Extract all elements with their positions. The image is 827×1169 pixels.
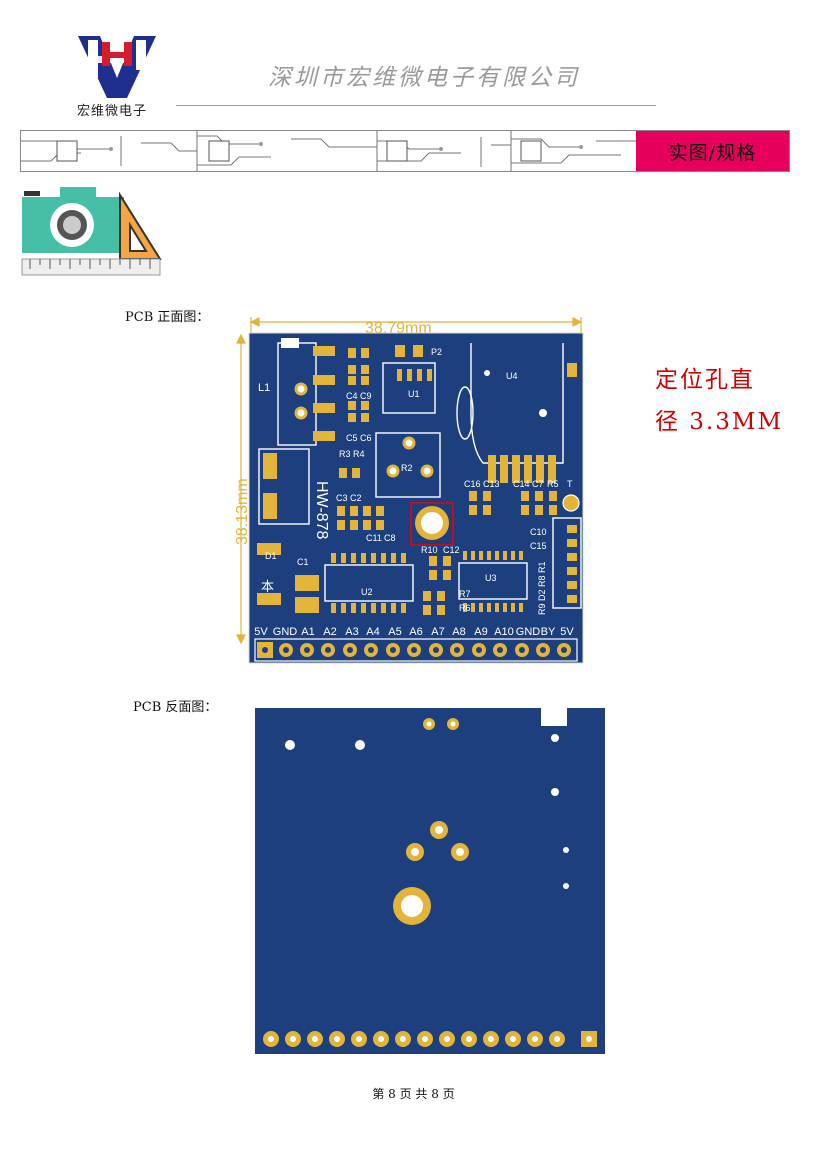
page-number: 第 8 页 共 8 页 [372, 1087, 455, 1101]
pin-label: BY [541, 626, 556, 638]
comp-label: C10 [530, 527, 547, 537]
comp-label: R5 [547, 479, 559, 489]
comp-label: L1 [258, 382, 270, 394]
comp-label: C11 [366, 533, 382, 543]
pin-label: A2 [323, 626, 336, 638]
pin-label: A9 [474, 626, 487, 638]
pin-label: A7 [431, 626, 444, 638]
comp-label: C16 [464, 479, 481, 489]
pcb-front-image: 38.79mm 38.13mm [233, 313, 593, 668]
pin-label: A8 [452, 626, 465, 638]
pin-label: A10 [494, 626, 514, 638]
comp-label: R7 [459, 589, 471, 599]
comp-label: C7 [532, 479, 544, 489]
comp-label: C8 [384, 533, 396, 543]
section-tag: 实图/规格 [636, 131, 789, 171]
comp-label: C9 [360, 391, 372, 401]
comp-label: 本 [261, 579, 274, 594]
company-name: 深圳市宏维微电子有限公司 [268, 65, 580, 91]
pin-label: A3 [345, 626, 358, 638]
back-view-label: PCB 反面图： [133, 700, 218, 715]
logo-text: 宏维微电子 [77, 104, 148, 119]
hole-note-line1: 定位孔直 [655, 367, 755, 393]
pin-label: A1 [301, 626, 314, 638]
comp-label: T [567, 479, 573, 489]
comp-label: P2 [431, 347, 442, 357]
comp-label: R2 [401, 463, 413, 473]
comp-label: C6 [360, 433, 372, 443]
comp-label: C13 [483, 479, 500, 489]
comp-label: R6 [459, 603, 471, 613]
comp-label: C1 [297, 557, 309, 567]
comp-label: C5 [346, 433, 358, 443]
comp-label: U1 [408, 389, 420, 399]
comp-label: C2 [350, 493, 362, 503]
comp-label: R10 [421, 545, 438, 555]
pin-label: GND [516, 626, 541, 638]
header-divider [176, 105, 656, 106]
comp-label: R8 [537, 575, 547, 587]
pin-label: A4 [366, 626, 379, 638]
comp-label: U4 [506, 371, 518, 381]
comp-label: R3 [339, 449, 351, 459]
pin-label: 5V [254, 626, 268, 638]
comp-label: C15 [530, 541, 547, 551]
board-name: HW-878 [313, 481, 330, 539]
pcb-back-image [255, 708, 605, 1054]
dim-height: 38.13mm [234, 478, 251, 545]
comp-label: D2 [537, 589, 547, 601]
company-logo [72, 30, 162, 102]
comp-label: C4 [346, 391, 358, 401]
pin-label: 5V [560, 626, 574, 638]
comp-label: U2 [361, 587, 373, 597]
front-view-label: PCB 正面图： [125, 310, 210, 325]
comp-label: R9 [537, 603, 547, 615]
comp-label: C14 [513, 479, 530, 489]
pin-label: A5 [388, 626, 401, 638]
comp-label: D1 [265, 551, 277, 561]
comp-label: C12 [443, 545, 460, 555]
comp-label: C3 [336, 493, 348, 503]
pin-label: A6 [409, 626, 422, 638]
comp-label: R1 [537, 561, 547, 573]
hole-note-line2: 径 3.3MM [655, 409, 783, 435]
comp-label: R4 [353, 449, 365, 459]
camera-ruler-icon [20, 185, 165, 277]
pin-label: GND [273, 626, 298, 638]
comp-label: U3 [485, 573, 497, 583]
